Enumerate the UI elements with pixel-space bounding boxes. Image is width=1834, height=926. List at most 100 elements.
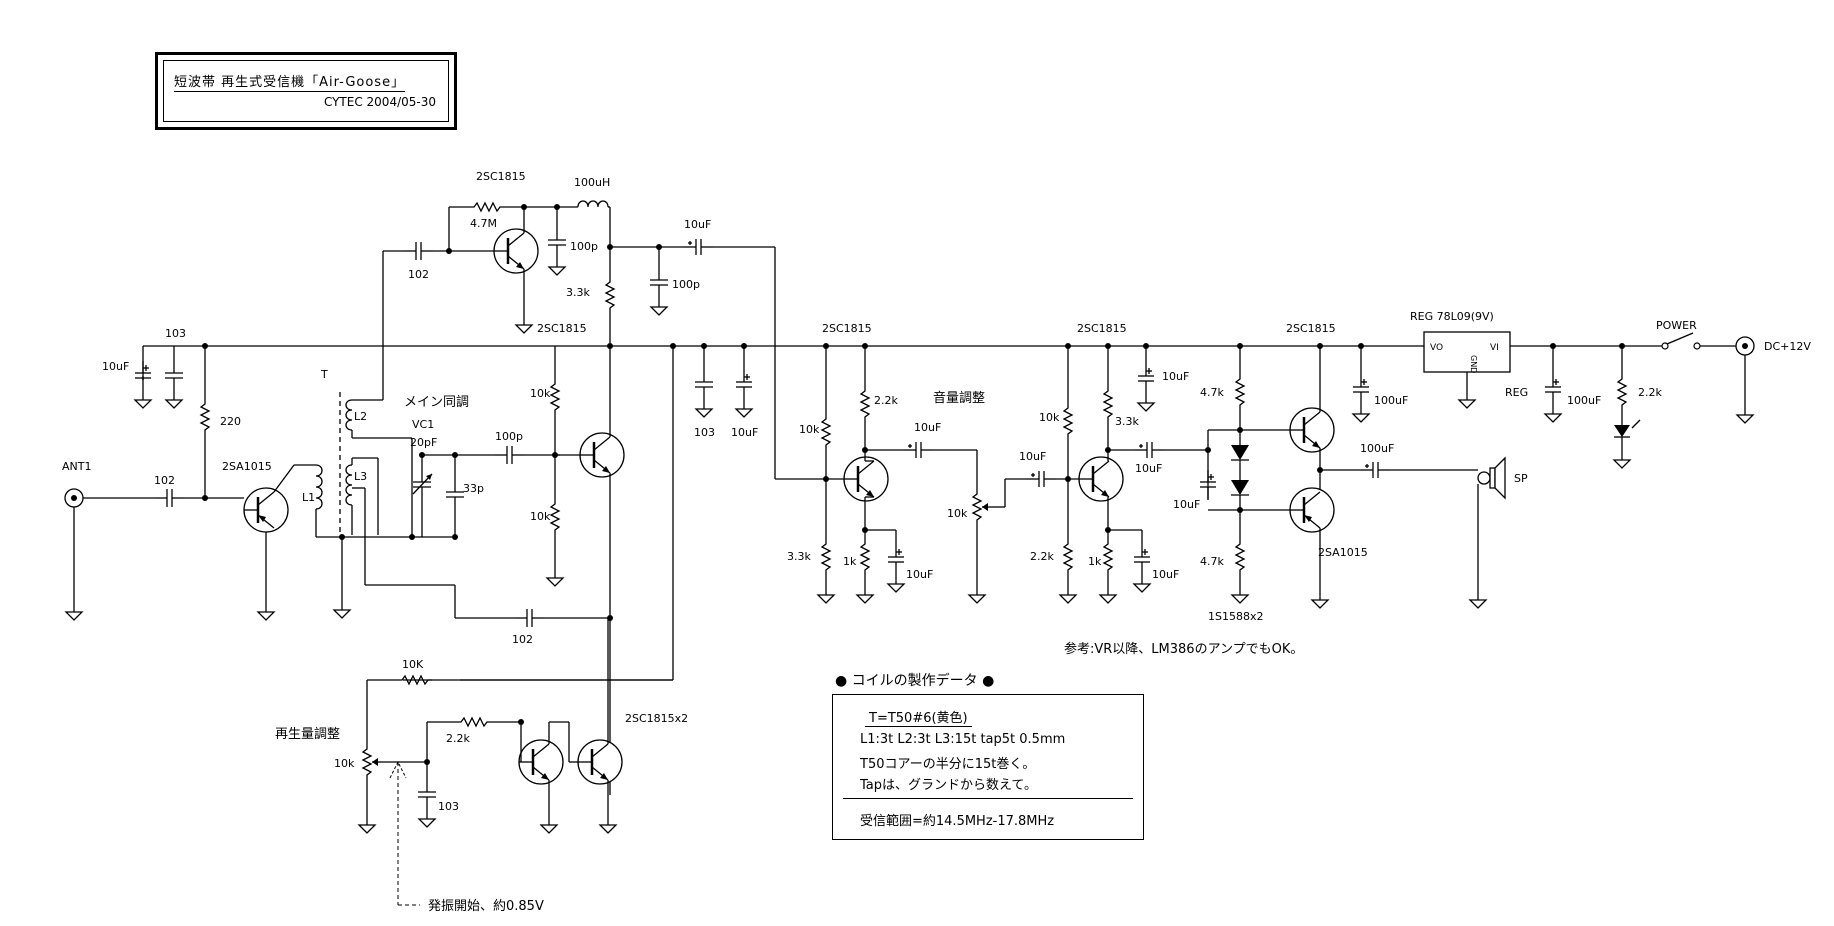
label-r4-7k-a: 4.7k [1200, 386, 1224, 399]
resistor-10k-d [1063, 403, 1073, 439]
label-c10uf-e1: 10uF [906, 568, 933, 581]
diode-2 [1231, 480, 1249, 495]
label-c100uf-b: 100uF [1567, 394, 1601, 407]
resistor-3-3k-c [1103, 386, 1113, 422]
transistor-reg-a [517, 738, 565, 786]
led-indicator [1614, 425, 1630, 437]
title-main: 短波帯 再生式受信機「Air-Goose」 [174, 71, 406, 92]
resistor-4-7k-a [1235, 374, 1245, 410]
coil-data-box: T=T50#6(黄色) L1:3t L2:3t L3:15t tap5t 0.5… [832, 694, 1144, 840]
label-c100p-b: 100p [672, 278, 700, 291]
label-vc1: VC1 [412, 418, 434, 431]
label-reg-vi: VI [1490, 343, 1499, 353]
resistor-1k-b [1103, 539, 1113, 575]
label-c10uf-c: 10uF [1019, 450, 1046, 463]
transistor-detector [578, 431, 626, 479]
capacitor-10uf-b [903, 441, 934, 459]
antenna-jack [64, 488, 84, 508]
label-l3: L3 [354, 470, 367, 483]
label-r4-7m: 4.7M [470, 217, 497, 230]
label-speaker: SP [1514, 472, 1528, 485]
test-point-arrow [389, 760, 407, 779]
label-volume: 音量調整 [933, 390, 985, 406]
label-q-out-npn: 2SC1815 [1286, 322, 1336, 335]
label-reg-gnd: GND [1469, 355, 1478, 373]
label-r10k-reg: 10K [402, 658, 424, 671]
label-c100p-tune: 100p [495, 430, 523, 443]
coil-core: T=T50#6(黄色) [865, 707, 972, 727]
label-c103-mid: 103 [694, 426, 715, 439]
coil-instruction-1: T50コアーの半分に15t巻く。 [860, 757, 1036, 772]
resistor-2-2k-led [1617, 374, 1627, 410]
coil-divider [843, 798, 1133, 799]
label-c10uf-d: 10uF [1135, 462, 1162, 475]
transistor-reg-b [576, 738, 624, 786]
label-regulator: REG 78L09(9V) [1410, 310, 1494, 323]
resistor-3-3k-b [821, 539, 831, 575]
resistor-3-3k-a [605, 277, 615, 313]
volume-pot-10k [972, 489, 982, 525]
resistor-4-7m [469, 202, 505, 212]
regen-pot-10k[interactable] [362, 744, 372, 780]
label-dc12v: DC+12V [1764, 340, 1811, 353]
capacitor-10uf-d [1134, 441, 1165, 459]
speaker [1477, 456, 1506, 500]
label-r2-2k-b: 2.2k [1030, 550, 1054, 563]
inductor-100uh [577, 200, 609, 208]
resistor-2-2k-a [860, 386, 870, 422]
label-r1k-b: 1k [1088, 555, 1102, 568]
label-q-audio2: 2SC1815 [1077, 322, 1127, 335]
capacitor-103-mid [694, 369, 714, 400]
title-block: 短波帯 再生式受信機「Air-Goose」 CYTEC 2004/05-30 [155, 52, 457, 130]
label-reg: REG [1505, 386, 1528, 399]
transistor-audio1 [842, 455, 890, 503]
capacitor-33p [445, 479, 465, 510]
label-q-rf: 2SC1815 [476, 170, 526, 183]
label-c102-t: 102 [408, 268, 429, 281]
label-r10k-a: 10k [530, 387, 551, 400]
capacitor-100p-tune [494, 445, 525, 465]
label-c10uf-f: 10uF [1162, 370, 1189, 383]
label-c102-ant: 102 [154, 474, 175, 487]
transistor-audio2 [1077, 455, 1125, 503]
label-c100uf-out: 100uF [1360, 442, 1394, 455]
capacitor-10uf-mid [735, 369, 753, 400]
capacitor-100uf-b [1544, 374, 1562, 405]
label-q-audio1: 2SC1815 [822, 322, 872, 335]
coil-data-heading: ● コイルの製作データ ● [835, 673, 995, 689]
label-c10uf-b: 10uF [914, 421, 941, 434]
capacitor-100uf-a [1352, 374, 1370, 405]
label-q-out-pnp: 2SA1015 [1318, 546, 1368, 559]
label-r3-3k-c: 3.3k [1115, 415, 1139, 428]
capacitor-10uf-e1 [887, 544, 905, 575]
label-regen: 再生量調整 [275, 727, 340, 742]
label-vr10k-reg: 10k [334, 757, 355, 770]
label-l1: L1 [302, 491, 315, 504]
label-r10k-b: 10k [530, 510, 551, 523]
resistor-220 [200, 399, 210, 435]
label-q-detector: 2SC1815 [537, 322, 587, 335]
capacitor-100p-b [649, 267, 669, 298]
label-c33p: 33p [463, 482, 484, 495]
power-switch[interactable] [1666, 332, 1694, 345]
label-r4-7k-b: 4.7k [1200, 555, 1224, 568]
label-vr10k: 10k [947, 507, 968, 520]
title-inner-frame [163, 60, 449, 122]
transistor-output-pnp [1288, 486, 1336, 534]
label-r1k-a: 1k [843, 555, 857, 568]
coil-receive-range: 受信範囲=約14.5MHz-17.8MHz [860, 814, 1055, 829]
title-sub: CYTEC 2004/05-30 [323, 95, 436, 109]
label-ant1: ANT1 [62, 460, 91, 473]
transistor-rf-amp [492, 227, 540, 275]
label-c10uf-left: 10uF [102, 360, 129, 373]
coil-l3 [345, 464, 353, 506]
label-c103-top: 103 [165, 327, 186, 340]
label-c10uf-mid: 10uF [731, 426, 758, 439]
label-c10uf-a: 10uF [684, 218, 711, 231]
label-c10uf-e2: 10uF [1152, 568, 1179, 581]
coil-instruction-2: Tapは、グランドから数えて。 [860, 778, 1037, 793]
coil-l2 [345, 399, 353, 431]
capacitor-100uf-out [1360, 461, 1391, 479]
capacitor-103-reg [417, 779, 437, 810]
